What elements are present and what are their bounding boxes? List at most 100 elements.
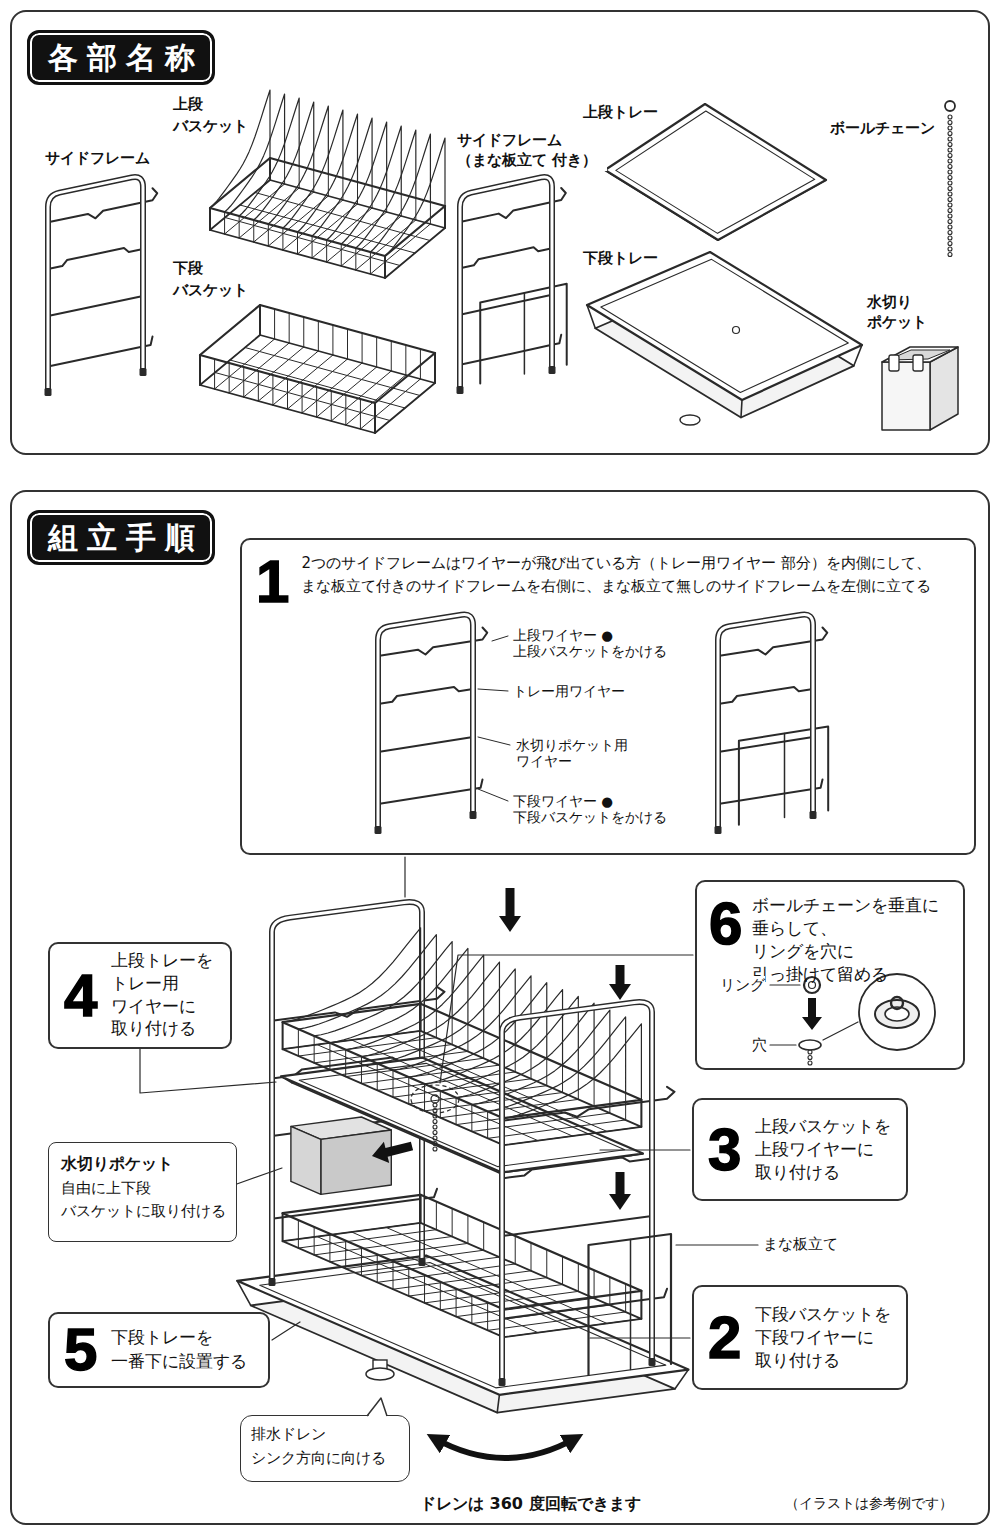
drain-hole [733,327,740,334]
pocket-hook [889,355,899,371]
drain-spout [680,415,700,425]
basket-wire [377,1063,378,1090]
basket-wire [332,325,333,355]
basket-wire [298,1220,299,1248]
basket-wire [562,1257,563,1285]
chain-bead [948,236,952,240]
leader-line [272,1322,300,1340]
lower-tray [237,1256,688,1395]
board-stand [589,1234,672,1375]
basket-post [384,256,386,278]
part-name: 下段 バスケット [173,258,248,302]
basket-wire [578,1072,579,1099]
basket-wire [289,313,290,343]
pocket-wire [502,1216,652,1236]
chain-bead [948,132,952,136]
basket-wire [562,1066,563,1093]
chain-bead [948,192,952,196]
direction-arrow [372,1142,413,1163]
lower-wire [502,1289,667,1319]
leader-line [140,1049,276,1093]
speech-bubble: 排水ドレン シンク方向に向ける [240,1415,410,1482]
basket-post [282,1213,284,1241]
leader-line [770,1044,796,1045]
basket-wire [452,1018,453,1045]
frame-foot [810,811,817,819]
lower-tray-inner [601,259,849,392]
side-frame-tube-core [378,615,473,828]
side-frame-tube-core [718,615,813,828]
bubble-text: 排水ドレン シンク方向に向ける [251,1422,386,1470]
section-heading: 各部名称 [27,30,215,85]
basket-wire [376,337,377,367]
step-callout: 4上段トレーを トレー用 ワイヤーに 取り付ける [48,942,232,1049]
note-callout: 水切りポケット自由に上下段 バスケットに取り付ける [48,1142,237,1242]
highlight-circle [411,1085,459,1113]
section-panel: 各部名称 [10,10,990,455]
chain-bead [948,126,952,130]
lower-wire [378,780,483,805]
plate-divider [283,928,421,1022]
basket-wire [282,228,283,250]
chain-bead [808,1056,812,1060]
basket-wire [360,399,361,429]
side-frame-tube [460,177,552,388]
basket-wire [625,1093,626,1120]
side-frame-tube [502,1002,652,1380]
drain-spout [366,1368,394,1380]
pocket-wire [48,296,143,316]
lower-wire [460,335,561,365]
basket-wire [287,379,288,409]
upper-tray-inner [299,1063,625,1166]
chain-bead [948,198,952,202]
basket-wire [314,1227,315,1255]
basket-rim [283,1031,642,1145]
basket-wire [253,220,254,242]
chain-bead [433,1103,437,1107]
basket-wire [270,158,271,180]
basket-wire [456,1098,457,1125]
basket-wire [345,1050,346,1077]
chain-bead [433,1136,437,1140]
step-text: 下段バスケットを 下段ワイヤーに 取り付ける [755,1303,891,1372]
pocket-wire [378,737,473,752]
direction-arrow [609,1172,631,1210]
frame-foot [269,1278,276,1286]
leader-line [478,737,510,745]
tray-wire [502,1157,652,1178]
tray-wire [718,687,813,704]
frame-foot [45,388,52,396]
plate-divider [314,942,452,1036]
section-heading: 組立手順 [27,510,215,565]
basket-wire [303,317,304,347]
basket-wire [370,252,371,274]
basket-wire [377,1254,378,1282]
basket-wire [546,1059,547,1086]
basket-post [199,355,201,385]
basket-wire [393,1070,394,1097]
step-text: 上段バスケットを 上段ワイヤーに 取り付ける [755,1115,891,1184]
part-name: まな板立て [763,1235,838,1255]
lower-tray-inner [260,1263,666,1388]
chain-bead [948,143,952,147]
pocket-front [882,362,930,430]
basket-wire [641,1291,642,1319]
basket-wire [471,1295,472,1323]
direction-arrow [802,998,822,1030]
basket-wire [272,375,273,405]
leader-line [404,857,405,897]
basket-wire [435,353,436,383]
basket-wire [487,1302,488,1330]
lower-tray [587,252,862,400]
plate-divider [409,983,547,1077]
part-name: 上段トレー [583,103,658,123]
zoom-line [823,1022,858,1040]
plate-divider [488,1017,626,1111]
plate-divider [346,955,484,1049]
leader-line [478,689,508,691]
wire-name: 下段ワイヤー ●下段バスケットをかける [513,793,667,825]
chain-bead [948,253,952,257]
basket-wire [436,1202,437,1230]
leader-line [590,1337,690,1338]
upper-wire [502,1087,675,1121]
